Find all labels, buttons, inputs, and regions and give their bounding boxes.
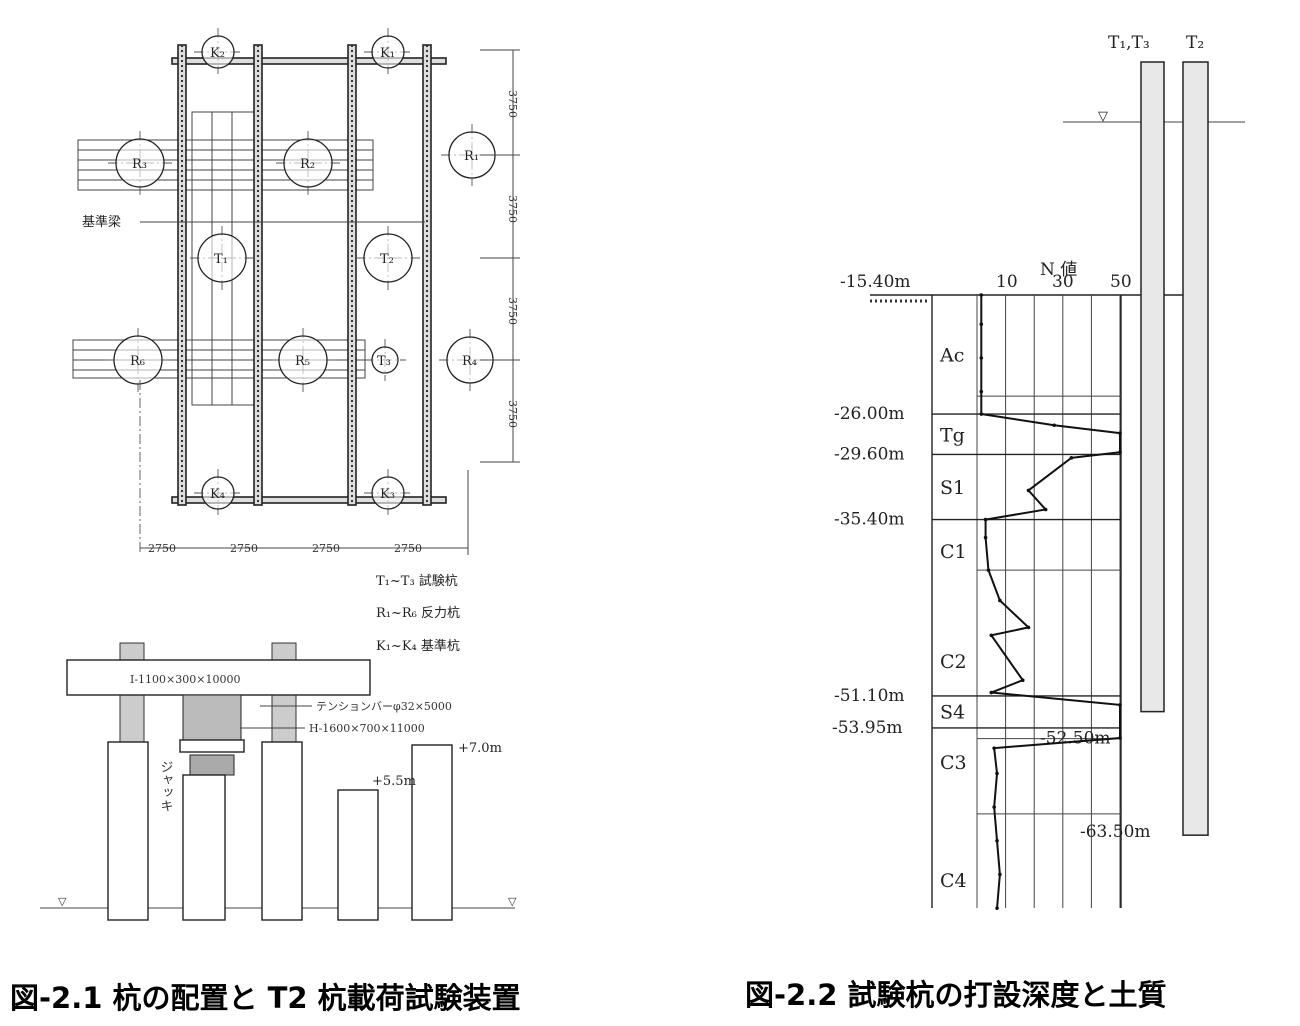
pile-label: T₃ bbox=[377, 354, 391, 369]
pile-circle bbox=[363, 233, 413, 283]
pile-reaction: R₃ bbox=[108, 131, 172, 195]
tension-walls bbox=[177, 44, 432, 506]
pile-layout-plan: 基準梁 K₂ K₁ R₃ R₂ R₁ T₁ T₂ R₆ R₅ T₃ R₄ K₄ K₃ 3750 3750… bbox=[72, 28, 520, 555]
pile-label: R₂ bbox=[300, 157, 315, 172]
n-tick-label: 30 bbox=[1052, 272, 1074, 292]
pile-reference: K₄ bbox=[194, 469, 242, 517]
vertical-dimension: 3750 3750 3750 3750 bbox=[480, 49, 520, 463]
pile-label: T₁ bbox=[214, 252, 228, 267]
pile-reference: K₁ bbox=[364, 28, 412, 76]
pile-circle bbox=[201, 35, 235, 69]
pile-t2 bbox=[182, 774, 226, 921]
tension-bar-label: テンションバーφ32×5000 bbox=[316, 700, 452, 713]
dim-label: 3750 bbox=[506, 297, 519, 325]
pile-label-t2: T₂ bbox=[1186, 33, 1204, 53]
pile-reaction: R₅ bbox=[271, 328, 335, 392]
pile-label: K₂ bbox=[210, 46, 225, 61]
pile-label: R₁ bbox=[464, 149, 479, 164]
pile-reaction: R₆ bbox=[106, 328, 170, 392]
dim-label: 3750 bbox=[506, 400, 519, 428]
dim-label: 3750 bbox=[506, 195, 519, 223]
pile-label: R₄ bbox=[462, 354, 477, 369]
loading-test-elevation: I-1100×300×10000 テンションバーφ32×5000 H-1600×… bbox=[40, 642, 517, 921]
pile-circle bbox=[278, 335, 328, 385]
depth-label: -51.10m bbox=[834, 686, 905, 706]
reference-beam-label: 基準梁 bbox=[82, 214, 121, 230]
test-pile-t1-t3 bbox=[1140, 61, 1165, 713]
legend-reference-piles: K₁~K₄ 基準杭 bbox=[376, 638, 460, 654]
pile-t3 bbox=[337, 789, 379, 921]
pile-circle bbox=[371, 35, 405, 69]
level-high-label: +7.0m bbox=[458, 741, 502, 756]
pile-circle bbox=[201, 476, 235, 510]
top-brace bbox=[171, 57, 447, 65]
pile-reference: K₂ bbox=[194, 28, 242, 76]
pile-circle bbox=[115, 138, 165, 188]
depth-label: -35.40m bbox=[834, 510, 905, 530]
dim-label: 2750 bbox=[312, 542, 340, 555]
pile-label: R₃ bbox=[132, 157, 147, 172]
main-beam-label: I-1100×300×10000 bbox=[130, 673, 240, 686]
pile-r bbox=[261, 741, 303, 921]
pile-test: T₁ bbox=[190, 226, 254, 290]
n-axis-title: N 値 bbox=[1040, 260, 1077, 280]
bottom-brace bbox=[171, 496, 447, 504]
depth-label: -29.60m bbox=[834, 444, 905, 464]
pile-label-t1-t3: T₁,T₃ bbox=[1108, 33, 1150, 53]
layer-label: C4 bbox=[940, 870, 967, 892]
dim-label: 2750 bbox=[230, 542, 258, 555]
h-beam bbox=[182, 694, 242, 741]
pile-circle bbox=[283, 138, 333, 188]
layer-label: S1 bbox=[940, 477, 965, 499]
pile-circle bbox=[113, 335, 163, 385]
pile-label: R₅ bbox=[295, 354, 310, 369]
pile-label: K₄ bbox=[210, 487, 225, 502]
layer-label: C3 bbox=[940, 752, 967, 774]
layer-label: Ac bbox=[939, 345, 964, 367]
pile-circle bbox=[197, 233, 247, 283]
dim-label: 2750 bbox=[148, 542, 176, 555]
horizontal-dimension: 2750 2750 2750 2750 bbox=[139, 380, 469, 555]
water-level-icon: ▽ bbox=[508, 895, 517, 908]
pile-label: K₁ bbox=[380, 46, 395, 61]
water-level-icon: ▽ bbox=[58, 895, 67, 908]
layer-label: C2 bbox=[940, 651, 967, 673]
depth-label: -26.00m bbox=[834, 404, 905, 424]
n-value-curve bbox=[980, 295, 1121, 909]
pile-circle bbox=[371, 476, 405, 510]
pile-legend: T₁~T₃ 試験杭 R₁~R₆ 反力杭 K₁~K₄ 基準杭 bbox=[376, 573, 460, 654]
legend-reaction-piles: R₁~R₆ 反力杭 bbox=[376, 606, 460, 621]
pile-reference: K₃ bbox=[364, 469, 412, 517]
water-level-icon: ▽ bbox=[1098, 109, 1108, 124]
pile-tip-label: -63.50m bbox=[1080, 822, 1151, 842]
main-beam bbox=[66, 659, 371, 696]
layer-label: Tg bbox=[940, 424, 965, 446]
pile-label: R₆ bbox=[130, 354, 145, 369]
depth-label: -53.95m bbox=[832, 718, 903, 738]
pile-test: T₃ bbox=[364, 339, 406, 381]
pile-label: T₂ bbox=[380, 252, 394, 267]
figure-2-1-caption: 図-2.1 杭の配置と T2 杭載荷試験装置 bbox=[10, 981, 521, 1015]
depth-label: -15.40m bbox=[840, 272, 911, 292]
figure-2-2-caption: 図-2.2 試験杭の打設深度と土質 bbox=[745, 978, 1167, 1012]
pile-circle bbox=[371, 346, 399, 374]
dim-label: 2750 bbox=[394, 542, 422, 555]
layer-label: C1 bbox=[940, 541, 967, 563]
n-tick-label: 10 bbox=[996, 272, 1018, 292]
test-pile-t2 bbox=[1182, 61, 1209, 836]
soil-profile: T₁,T₃ T₂ ▽ N 値 -15.40m -26.00m -29.60m -35.… bbox=[832, 33, 1245, 910]
dim-label: 3750 bbox=[506, 90, 519, 118]
layer-label: S4 bbox=[940, 702, 965, 724]
pile-r bbox=[107, 741, 149, 921]
pile-reaction: R₂ bbox=[276, 131, 340, 195]
pile-label: K₃ bbox=[380, 487, 395, 502]
pile-t1 bbox=[411, 744, 453, 921]
level-low-label: +5.5m bbox=[372, 774, 416, 789]
legend-test-piles: T₁~T₃ 試験杭 bbox=[376, 573, 458, 589]
jack-label: ジャッキ bbox=[158, 760, 173, 812]
h-beam-label: H-1600×700×11000 bbox=[309, 722, 425, 735]
pile-test: T₂ bbox=[356, 226, 420, 290]
jack bbox=[189, 754, 235, 776]
n-tick-label: 50 bbox=[1110, 272, 1132, 292]
